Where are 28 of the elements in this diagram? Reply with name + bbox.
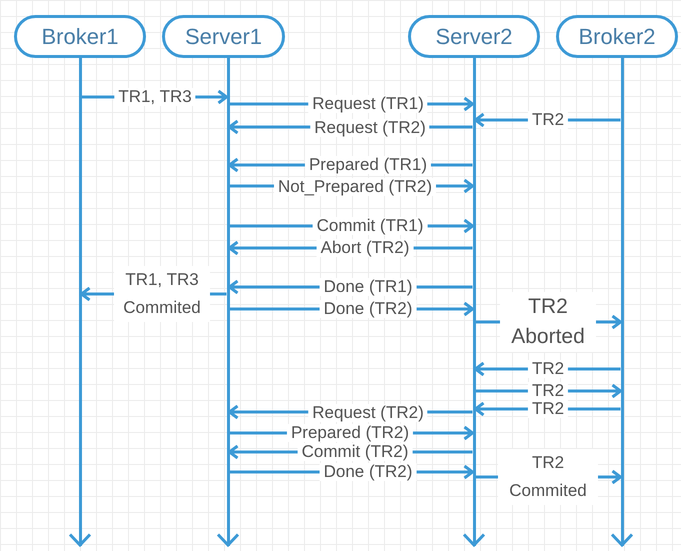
message-label: Done (TR2) bbox=[320, 463, 416, 481]
participant-pill: Server2 bbox=[408, 15, 540, 58]
participant-pill: Broker1 bbox=[14, 15, 146, 58]
message-label: Abort (TR2) bbox=[316, 239, 414, 257]
message-label: TR2 bbox=[528, 111, 568, 129]
message-label: TR2 bbox=[528, 360, 568, 378]
message-label: Request (TR2) bbox=[310, 119, 430, 137]
participant-pill: Broker2 bbox=[556, 15, 678, 58]
message-label: Prepared (TR1) bbox=[304, 156, 432, 174]
message-label: TR2 Commited bbox=[498, 449, 598, 505]
message-label: TR2 bbox=[528, 400, 568, 418]
message-label: TR2 bbox=[528, 382, 568, 400]
message-label: Done (TR2) bbox=[320, 300, 416, 318]
message-label: Not_Prepared (TR2) bbox=[274, 178, 436, 196]
lifeline bbox=[78, 58, 82, 546]
message-label: Request (TR1) bbox=[308, 95, 428, 113]
message-label: TR2 Aborted bbox=[500, 292, 596, 352]
lifeline bbox=[620, 58, 624, 546]
lifeline bbox=[472, 58, 476, 546]
message-label: Request (TR2) bbox=[308, 404, 428, 422]
message-label: TR1, TR3 bbox=[114, 88, 196, 106]
message-label: Prepared (TR2) bbox=[286, 424, 414, 442]
message-label: Commit (TR1) bbox=[312, 217, 428, 235]
message-label: Done (TR1) bbox=[320, 278, 416, 296]
lifeline bbox=[226, 58, 230, 546]
message-label: TR1, TR3 Commited bbox=[114, 266, 210, 322]
message-label: Commit (TR2) bbox=[298, 443, 412, 461]
participant-pill: Server1 bbox=[162, 15, 285, 58]
